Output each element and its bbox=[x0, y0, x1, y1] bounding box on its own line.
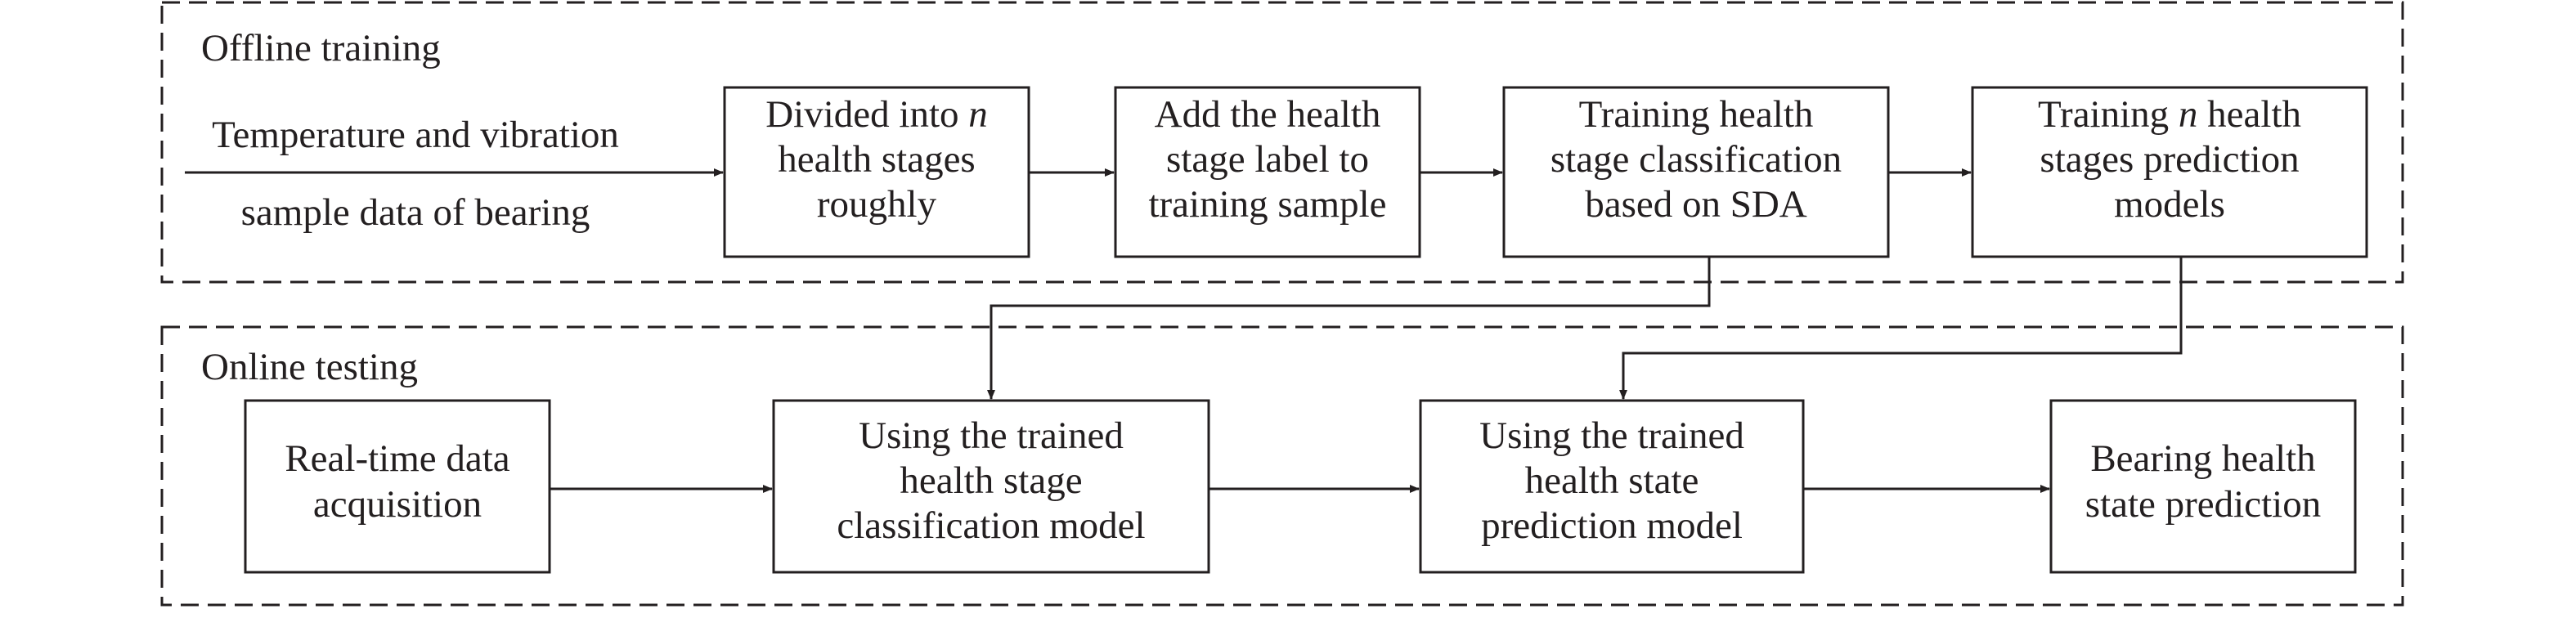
offline-training-title: Offline training bbox=[201, 27, 441, 69]
label-text: Real-time data bbox=[285, 437, 509, 480]
label-text: roughly bbox=[817, 183, 937, 226]
label-text: health state bbox=[1525, 459, 1699, 502]
label-text: stages prediction bbox=[2040, 138, 2299, 181]
box-label-line: Bearing health bbox=[2090, 437, 2315, 480]
box-label-line: stage label to bbox=[1166, 138, 1369, 181]
box-label-line: training sample bbox=[1148, 183, 1386, 226]
label-text: health stage bbox=[900, 459, 1082, 502]
box-label-line: Using the trained bbox=[1479, 414, 1744, 457]
connector-classification-model-down bbox=[987, 257, 1711, 400]
offline-training-section bbox=[160, 1, 2404, 284]
label-text: prediction model bbox=[1481, 504, 1743, 547]
box-label-line: health state bbox=[1525, 459, 1699, 502]
box-label-line: state prediction bbox=[2085, 483, 2321, 526]
box-label-line: Add the health bbox=[1155, 93, 1381, 136]
input-label-line1: Temperature and vibration bbox=[212, 114, 619, 156]
label-text: Using the trained bbox=[1479, 414, 1744, 457]
online-testing-section bbox=[160, 325, 2404, 607]
box-label-line: Training n health bbox=[2038, 93, 2301, 136]
label-text: Add the health bbox=[1155, 93, 1381, 136]
box-realtime-acquisition bbox=[244, 399, 551, 574]
variable-n: n bbox=[2179, 93, 2198, 136]
box-label-line: health stages bbox=[778, 138, 975, 181]
label-text: state prediction bbox=[2085, 483, 2321, 526]
label-text: Using the trained bbox=[859, 414, 1124, 457]
box-label-line: Real-time data bbox=[285, 437, 509, 480]
box-add-labels bbox=[1114, 86, 1421, 258]
box-label-line: stages prediction bbox=[2040, 138, 2299, 181]
label-text: health bbox=[2197, 93, 2301, 136]
label-text: Training bbox=[2038, 93, 2179, 136]
box-label-line: stage classification bbox=[1551, 138, 1842, 181]
box-label-line: acquisition bbox=[313, 483, 482, 526]
box-train-classification bbox=[1502, 86, 1890, 258]
label-text: stage classification bbox=[1551, 138, 1842, 181]
variable-n: n bbox=[968, 93, 988, 136]
box-label-line: roughly bbox=[817, 183, 937, 226]
box-label-line: Using the trained bbox=[859, 414, 1124, 457]
box-label-line: Divided into n bbox=[765, 93, 988, 136]
label-text: based on SDA bbox=[1585, 183, 1807, 226]
box-label-line: based on SDA bbox=[1585, 183, 1807, 226]
label-text: stage label to bbox=[1166, 138, 1369, 181]
label-text: training sample bbox=[1148, 183, 1386, 226]
label-text: Bearing health bbox=[2090, 437, 2315, 480]
label-text: classification model bbox=[837, 504, 1145, 547]
connector-prediction-models-down bbox=[1619, 257, 2183, 400]
box-label-line: classification model bbox=[837, 504, 1145, 547]
label-text: Divided into bbox=[765, 93, 968, 136]
label-text: health stages bbox=[778, 138, 975, 181]
input-label-line2: sample data of bearing bbox=[241, 191, 590, 234]
box-label-line: models bbox=[2114, 183, 2225, 226]
label-text: acquisition bbox=[313, 483, 482, 526]
label-text: models bbox=[2114, 183, 2225, 226]
box-use-prediction-model bbox=[1419, 399, 1805, 574]
box-label-line: Training health bbox=[1579, 93, 1814, 136]
box-label-line: prediction model bbox=[1481, 504, 1743, 547]
online-testing-title: Online testing bbox=[201, 346, 418, 388]
box-train-prediction bbox=[1971, 86, 2368, 258]
box-label-line: health stage bbox=[900, 459, 1082, 502]
box-use-classification-model bbox=[772, 399, 1210, 574]
label-text: Training health bbox=[1579, 93, 1814, 136]
box-divide-stages bbox=[723, 86, 1030, 258]
box-health-state-prediction bbox=[2049, 399, 2357, 574]
